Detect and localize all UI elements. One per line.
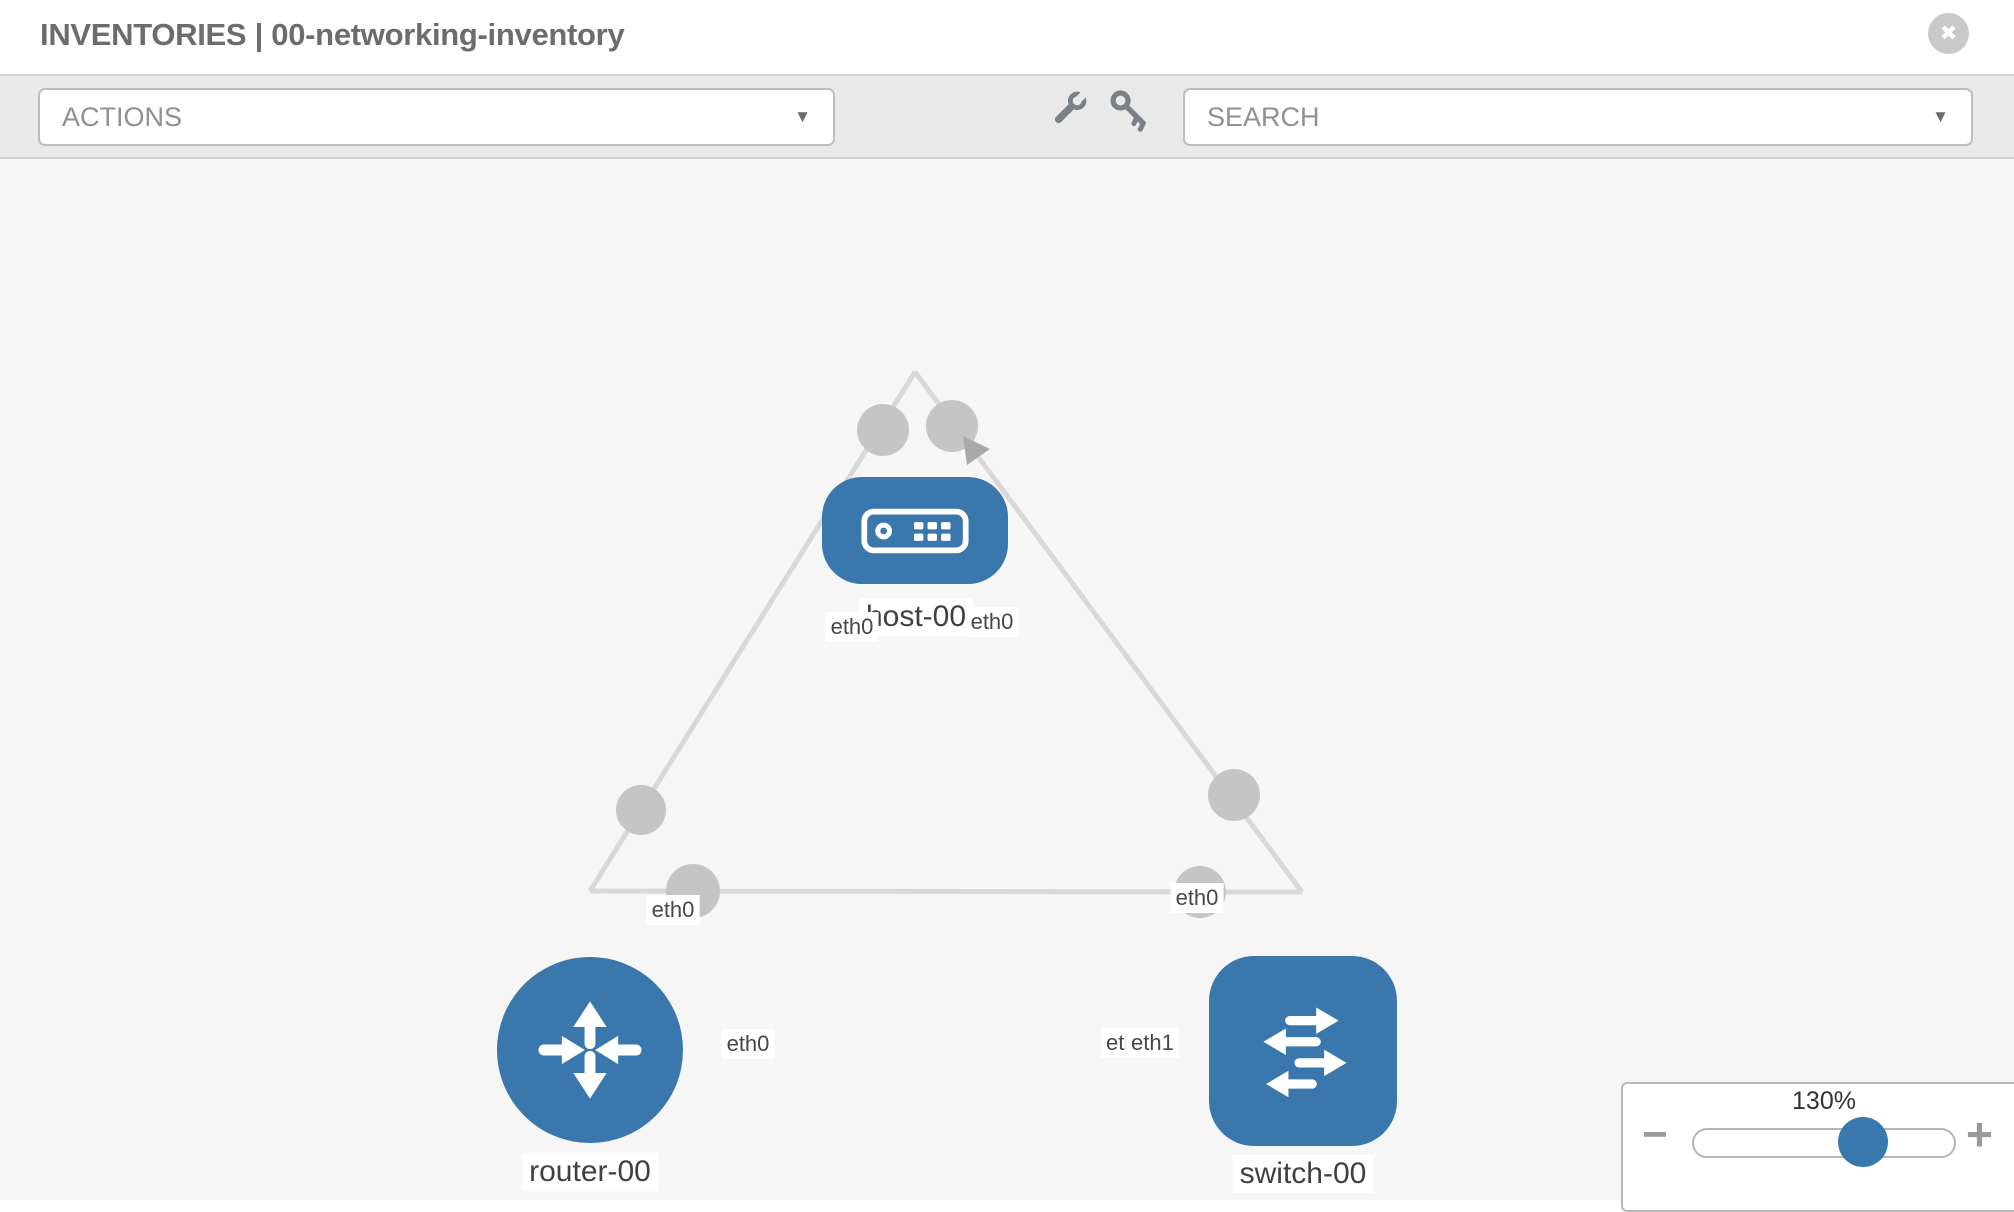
- actions-dropdown[interactable]: ACTIONS ▼: [38, 88, 835, 146]
- header-bar: INVENTORIES | 00-networking-inventory ✖: [0, 0, 2014, 74]
- chevron-down-icon: ▼: [1932, 107, 1949, 126]
- node-router-00[interactable]: [497, 957, 683, 1143]
- zoom-in-button[interactable]: +: [1966, 1108, 1993, 1160]
- node-host-00[interactable]: [822, 477, 1008, 584]
- node-label-switch: switch-00: [1232, 1155, 1374, 1193]
- interface-label: eth0: [965, 607, 1019, 637]
- key-icon[interactable]: [1106, 86, 1152, 132]
- interface-dot: [616, 785, 666, 835]
- interface-dot: [1208, 769, 1260, 821]
- zoom-slider-track[interactable]: [1692, 1128, 1956, 1158]
- node-label-router: router-00: [522, 1153, 658, 1191]
- interface-label: eth0: [1170, 883, 1224, 913]
- close-button[interactable]: ✖: [1928, 13, 1969, 54]
- server-icon: [861, 508, 969, 553]
- node-switch-00[interactable]: [1209, 956, 1397, 1146]
- actions-dropdown-label: ACTIONS: [62, 101, 183, 132]
- topology-canvas[interactable]: host-00 router-00 switch-00 eth0 eth0 et…: [0, 159, 2014, 1200]
- close-icon: ✖: [1939, 22, 1958, 45]
- page-title: INVENTORIES | 00-networking-inventory: [40, 17, 625, 52]
- topology-links-layer: [587, 370, 1305, 918]
- switch-icon: [1263, 1007, 1347, 1098]
- router-icon: [538, 1001, 642, 1099]
- interface-label: eth1: [1126, 1028, 1179, 1058]
- interface-label: eth0: [721, 1029, 775, 1059]
- search-dropdown[interactable]: SEARCH ▼: [1183, 88, 1973, 146]
- toolbar: ACTIONS ▼ SEARCH ▼: [0, 74, 2014, 159]
- interface-label: eth0: [646, 895, 700, 925]
- wrench-icon[interactable]: [1046, 86, 1092, 132]
- zoom-level-value: 130%: [1792, 1087, 1856, 1115]
- interface-dot: [857, 404, 909, 456]
- chevron-down-icon: ▼: [794, 107, 811, 126]
- link-arrowhead: [963, 436, 990, 465]
- zoom-slider-handle[interactable]: [1838, 1117, 1888, 1167]
- zoom-out-button[interactable]: −: [1642, 1110, 1668, 1159]
- search-dropdown-label: SEARCH: [1207, 101, 1320, 132]
- interface-label: eth0: [825, 612, 879, 642]
